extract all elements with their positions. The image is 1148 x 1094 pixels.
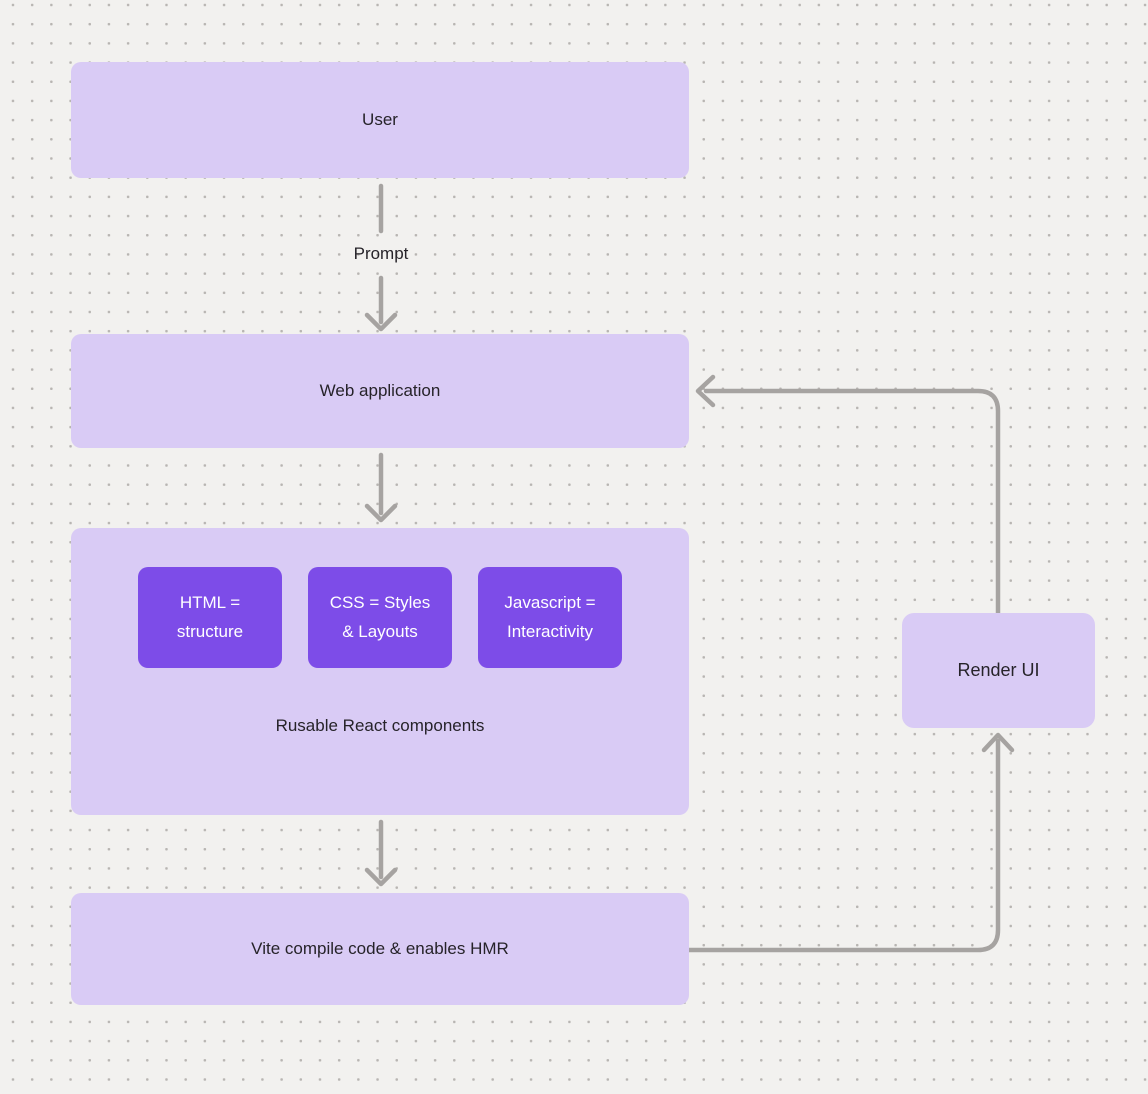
chip-css-line1: CSS = Styles <box>329 593 431 613</box>
chip-javascript-line2: Interactivity <box>507 621 593 641</box>
chip-javascript[interactable]: Javascript = Interactivity <box>478 567 622 668</box>
connector-line <box>703 388 1001 616</box>
node-web-application[interactable]: Web application <box>71 334 689 448</box>
components-caption: Rusable React components <box>275 716 485 735</box>
chip-html[interactable]: HTML = structure <box>138 567 282 668</box>
node-web-application-label: Web application <box>319 381 441 400</box>
node-user-label: User <box>362 110 398 129</box>
chip-html-line1: HTML = <box>179 593 241 613</box>
arrowhead-down-icon <box>364 867 398 887</box>
arrowhead-up-icon <box>981 732 1015 753</box>
chip-css-line2: & Layouts <box>342 621 418 641</box>
arrowhead-down-icon <box>364 312 398 332</box>
arrowhead-left-icon <box>695 374 716 408</box>
connector-vite-to-render-ui <box>686 732 1015 953</box>
connector-webapp-to-components <box>364 452 398 523</box>
chip-javascript-line1: Javascript = <box>504 593 596 613</box>
chip-html-line2: structure <box>176 621 244 641</box>
edge-label-prompt: Prompt <box>353 244 409 263</box>
node-user[interactable]: User <box>71 62 689 178</box>
connector-components-to-vite <box>364 819 398 887</box>
node-vite[interactable]: Vite compile code & enables HMR <box>71 893 689 1005</box>
connector-line <box>686 738 1001 953</box>
node-render-ui-label: Render UI <box>957 660 1040 680</box>
node-components-group[interactable]: HTML = structure CSS = Styles & Layouts … <box>71 528 689 815</box>
node-render-ui[interactable]: Render UI <box>902 613 1095 728</box>
arrowhead-down-icon <box>364 503 398 523</box>
node-vite-label: Vite compile code & enables HMR <box>251 939 509 958</box>
connector-render-ui-to-webapp <box>695 374 1001 616</box>
chip-css[interactable]: CSS = Styles & Layouts <box>308 567 452 668</box>
